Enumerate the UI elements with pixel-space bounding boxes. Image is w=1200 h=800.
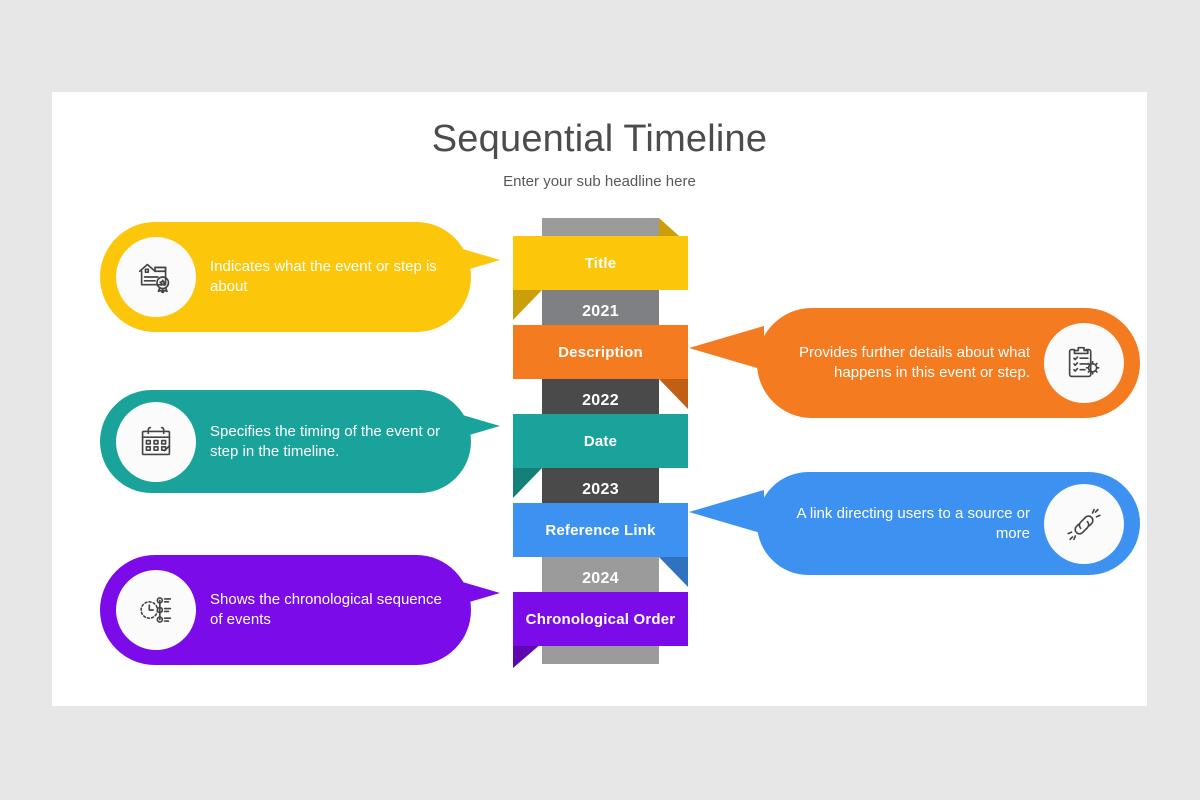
spine-cap-bottom [542, 643, 659, 664]
callout-text: A link directing users to a source or mo… [796, 504, 1030, 542]
certificate-icon [138, 263, 170, 294]
callout-date[interactable]: Specifies the timing of the event or ste… [100, 390, 471, 493]
year-label: 2023 [582, 481, 619, 498]
ribbon-label: Title [584, 254, 617, 272]
clock-sequence-icon [140, 597, 172, 623]
ribbon-label: Description [558, 343, 643, 361]
slide-canvas: Sequential Timeline Enter your sub headl… [52, 92, 1147, 706]
callout-icon-wrap [116, 237, 196, 317]
ribbon-description[interactable]: Description [513, 325, 688, 379]
ribbon-title[interactable]: Title [513, 236, 688, 290]
callout-text: Specifies the timing of the event or ste… [210, 422, 441, 460]
ribbon-date[interactable]: Date [513, 414, 688, 468]
year-label: 2024 [582, 570, 619, 587]
callout-title[interactable]: Indicates what the event or step is abou… [100, 222, 471, 332]
ribbon-fold-chronological-order [513, 643, 542, 668]
page-subtitle: Enter your sub headline here [503, 173, 696, 190]
callout-chronological-order[interactable]: Shows the chronological sequence of even… [100, 555, 471, 665]
callout-description[interactable]: Provides further details about what happ… [757, 308, 1140, 418]
chain-link-icon [1067, 508, 1101, 540]
callout-icon-wrap [1044, 483, 1124, 564]
callout-text: Provides further details about what happ… [799, 344, 1030, 381]
calendar-icon [141, 426, 171, 455]
ribbon-fold-description [659, 379, 688, 409]
ribbon-fold-reference-link [659, 557, 688, 587]
callout-reference-link[interactable]: A link directing users to a source or mo… [757, 472, 1140, 575]
ribbon-fold-title [513, 290, 542, 320]
ribbon-label: Date [583, 432, 618, 450]
callout-tail-reference-link [689, 490, 764, 534]
callout-icon-wrap [1044, 323, 1124, 403]
callout-text: Indicates what the event or step is abou… [210, 258, 437, 295]
ribbon-label: Reference Link [545, 521, 656, 539]
callout-icon-wrap [116, 570, 196, 650]
ribbon-fold-date [513, 468, 542, 498]
ribbon-chronological-order[interactable]: Chronological Order [513, 592, 688, 646]
callout-tail-description [689, 326, 764, 370]
ribbon-reference-link[interactable]: Reference Link [513, 503, 688, 557]
ribbon-label: Chronological Order [525, 610, 676, 628]
callout-icon-wrap [116, 401, 196, 482]
timeline-spine: 2021 2022 2023 2024 Title Description Da… [513, 218, 688, 668]
year-label: 2022 [582, 392, 619, 409]
page-title: Sequential Timeline [431, 118, 768, 160]
year-label: 2021 [582, 303, 619, 320]
callout-text: Shows the chronological sequence of even… [210, 591, 442, 628]
clipboard-gear-icon [1068, 346, 1100, 378]
